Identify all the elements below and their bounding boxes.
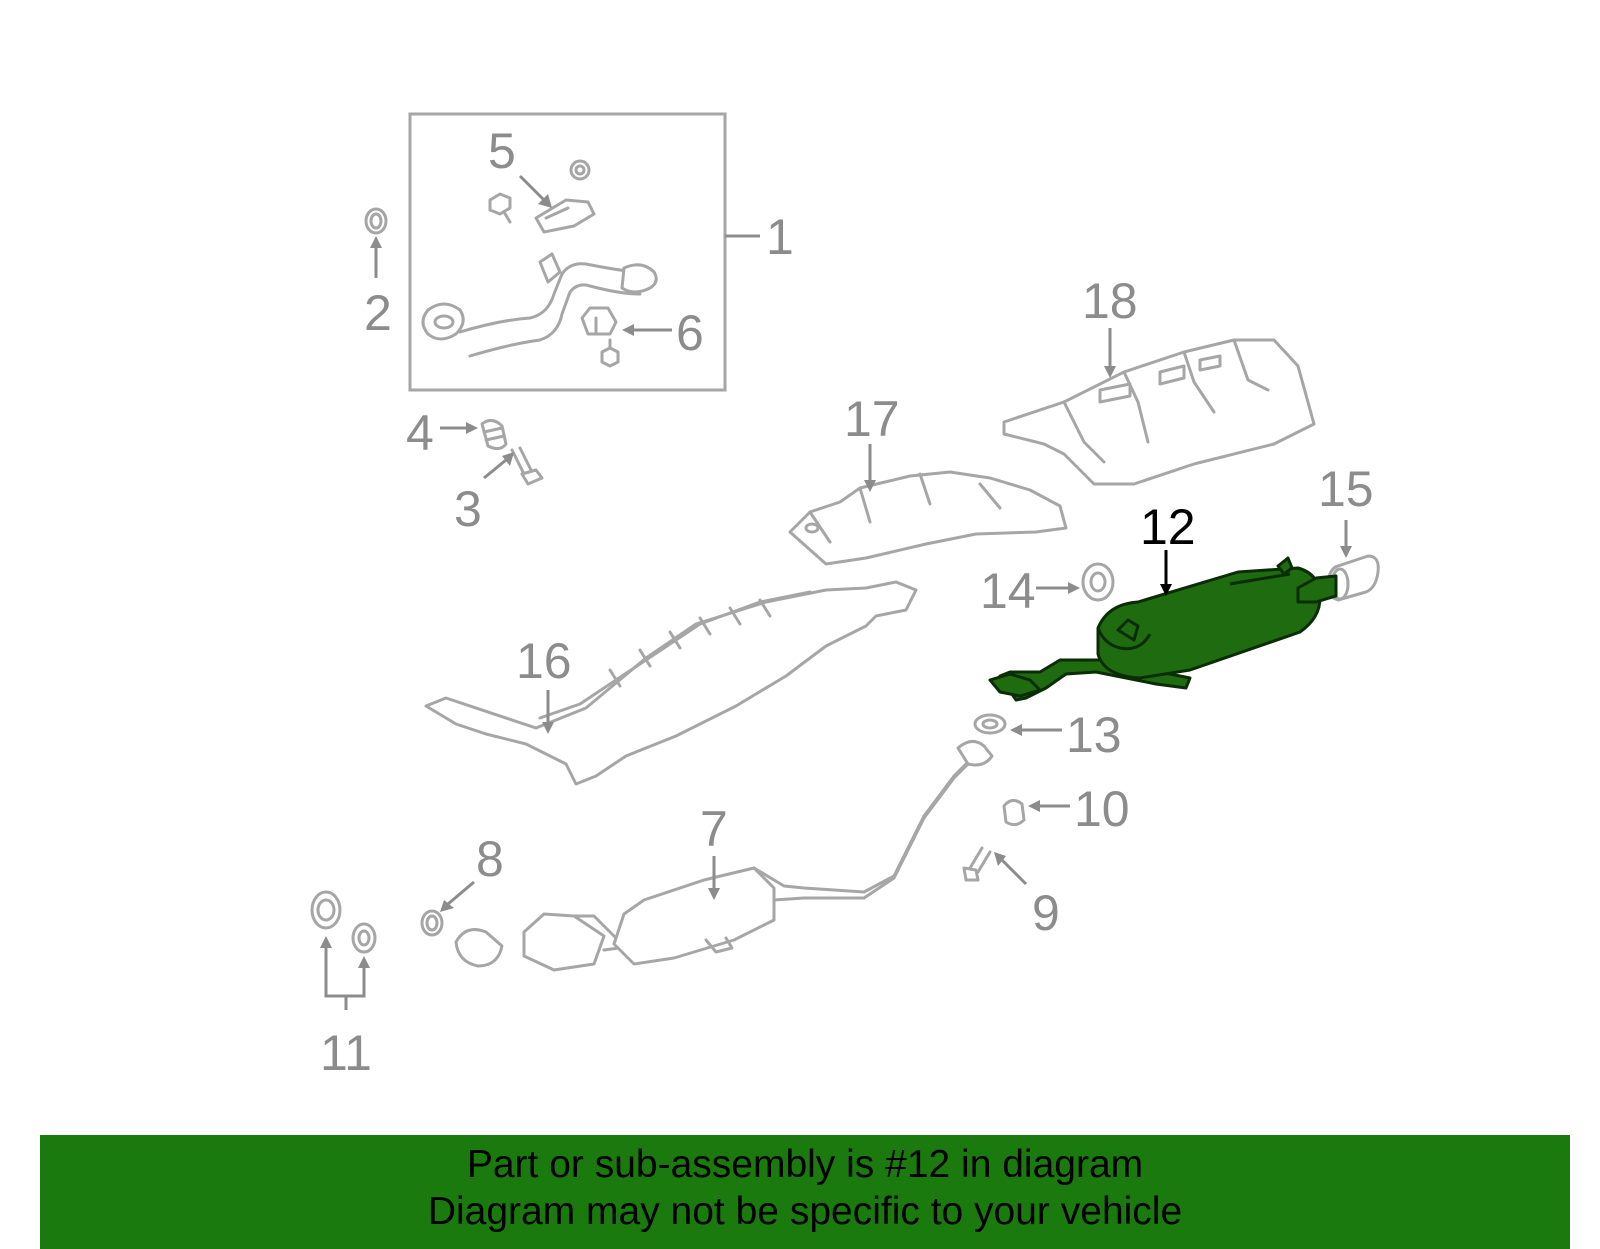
callout-16: 16 [516, 633, 572, 689]
part-7-catalytic-pipe[interactable] [454, 740, 994, 972]
part-8-gasket[interactable] [420, 909, 444, 937]
callout-7: 7 [700, 801, 728, 857]
callout-11: 11 [320, 1025, 372, 1081]
info-banner: Part or sub-assembly is #12 in diagram D… [40, 1135, 1570, 1249]
part-18-heat-shield[interactable] [1002, 338, 1316, 486]
callout-arrows [320, 174, 1352, 1010]
callout-18: 18 [1082, 273, 1138, 329]
callout-12: 12 [1140, 499, 1196, 555]
part-10-spring[interactable] [1002, 799, 1026, 827]
part-12-muffler[interactable] [988, 556, 1338, 702]
callout-6: 6 [676, 305, 704, 361]
callout-8: 8 [476, 831, 504, 887]
banner-line-2: Diagram may not be specific to your vehi… [427, 1190, 1183, 1233]
part-13-gasket[interactable] [973, 713, 1007, 735]
part-2-gasket[interactable] [364, 207, 388, 235]
callout-5: 5 [488, 123, 516, 179]
callout-3: 3 [454, 481, 482, 537]
part-11-hangers[interactable] [310, 890, 377, 954]
banner-line-1: Part or sub-assembly is #12 in diagram [466, 1143, 1144, 1186]
callout-13: 13 [1066, 707, 1122, 763]
part-6-bracket[interactable] [580, 306, 620, 368]
part-17-heat-shield[interactable] [788, 470, 1068, 566]
callout-17: 17 [844, 391, 900, 447]
callout-4: 4 [406, 405, 434, 461]
callout-10: 10 [1074, 781, 1130, 837]
callout-15: 15 [1318, 461, 1374, 517]
part-9-bolt[interactable] [962, 846, 992, 882]
callout-2: 2 [364, 285, 392, 341]
part-16-heat-shield[interactable] [424, 580, 918, 786]
part-5-bracket[interactable] [488, 159, 596, 234]
part-1-assembly-box[interactable] [408, 112, 760, 392]
part-3-bolt[interactable] [510, 446, 544, 486]
callout-9: 9 [1032, 885, 1060, 941]
part-4-spring[interactable] [480, 419, 508, 451]
callout-1: 1 [766, 209, 794, 265]
part-14-hanger[interactable] [1081, 562, 1115, 602]
callout-labels: 1 2 3 4 5 6 7 8 9 10 11 12 13 14 15 16 1… [320, 123, 1374, 1081]
callout-14: 14 [980, 563, 1036, 619]
part-1-front-pipe[interactable] [421, 252, 658, 358]
